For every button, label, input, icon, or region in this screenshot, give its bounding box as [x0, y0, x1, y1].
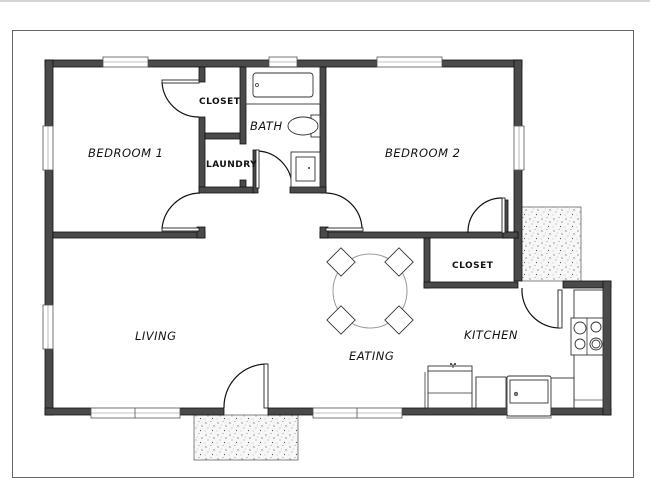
room-label-closet-1: CLOSET: [199, 97, 241, 107]
room-label-laundry: LAUNDRY: [206, 160, 257, 170]
dining-table-icon: [326, 247, 414, 335]
room-labels: BEDROOM 1 CLOSET BATH LAUNDRY BEDROOM 2 …: [88, 97, 518, 363]
top-divider: [0, 0, 650, 2]
refrigerator-icon: [424, 363, 473, 409]
room-label-kitchen: KITCHEN: [464, 328, 518, 342]
room-label-bedroom-1: BEDROOM 1: [88, 146, 164, 160]
room-label-living: LIVING: [135, 329, 177, 343]
drawing-border: [12, 30, 634, 478]
side-stoop: [520, 206, 582, 282]
room-label-bath: BATH: [250, 119, 283, 133]
dishwasher-icon: [475, 376, 507, 409]
room-label-closet-2: CLOSET: [452, 261, 494, 271]
toilet-icon: [287, 116, 319, 136]
kitchen-sink-icon: [506, 375, 552, 417]
bath-fixtures: [245, 66, 321, 188]
room-label-bedroom-2: BEDROOM 2: [385, 146, 461, 160]
interior-walls: [52, 66, 519, 289]
doors: [161, 79, 563, 409]
kitchen-fixtures: [424, 289, 604, 417]
stove-icon: [570, 317, 604, 356]
front-stoop: [193, 414, 299, 461]
bathtub-icon: [252, 72, 314, 98]
room-label-eating: EATING: [349, 349, 394, 363]
